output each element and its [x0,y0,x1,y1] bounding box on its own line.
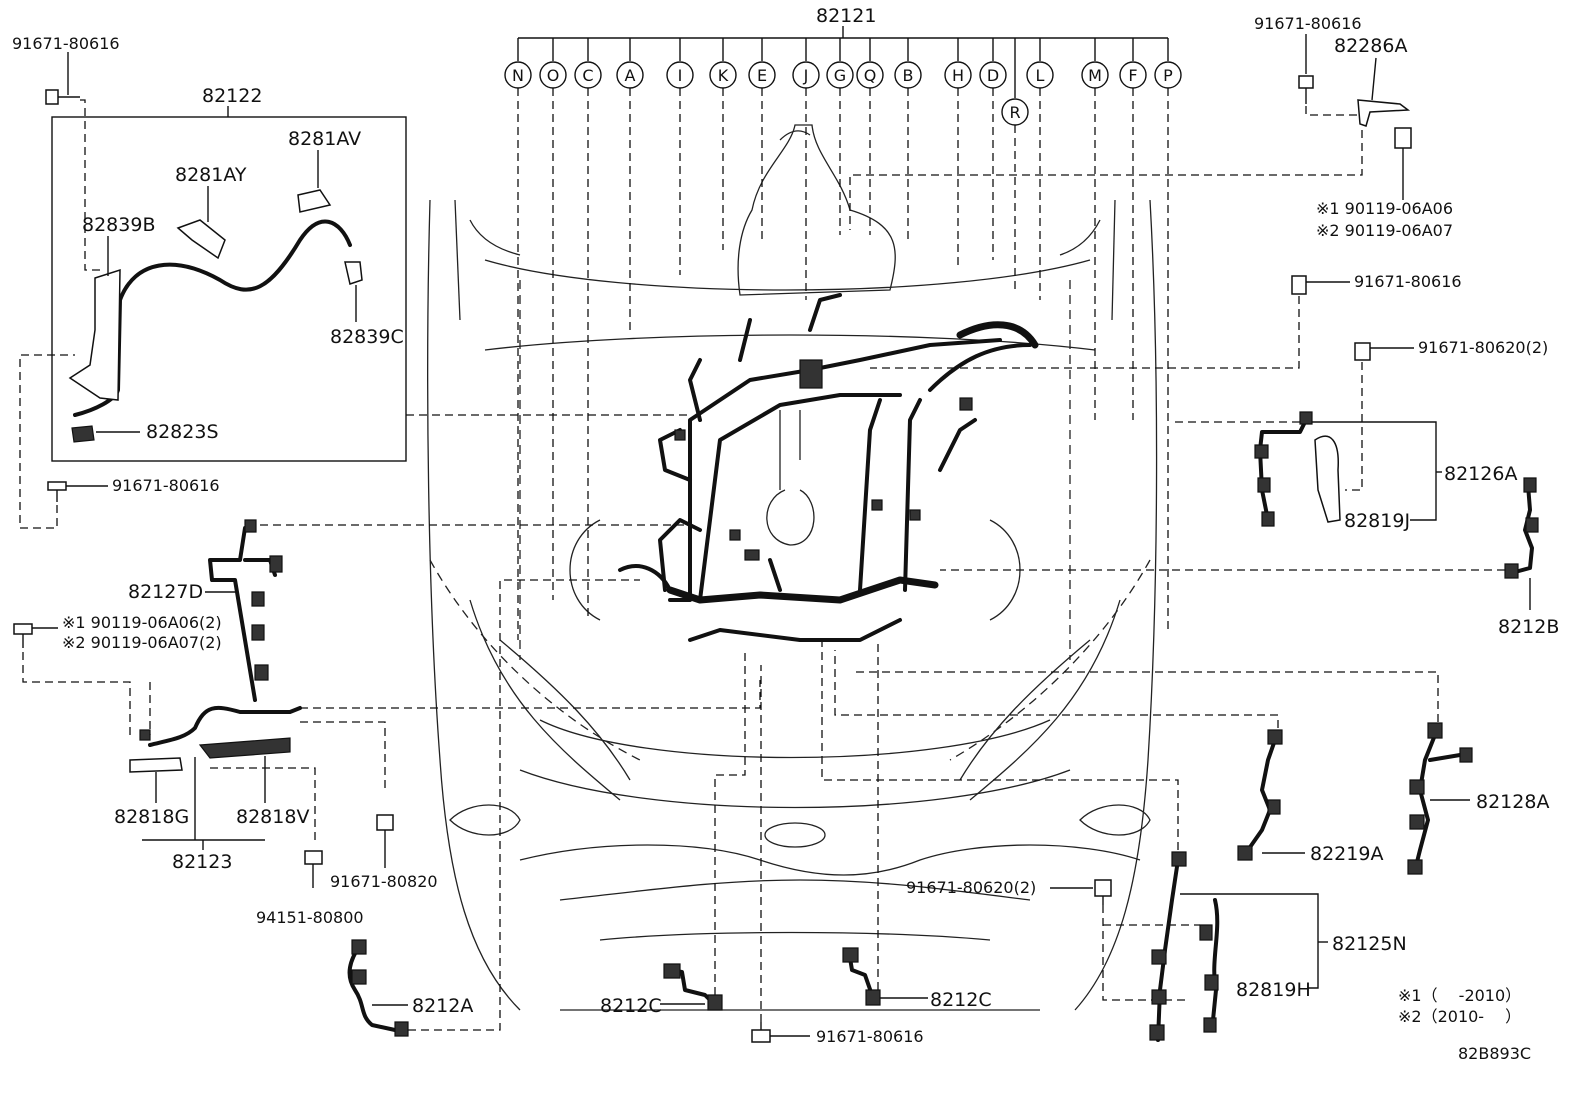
reference-letter-e: E [757,66,767,85]
part-label-82121: 82121 [816,5,876,27]
part-label-82819J: 82819J [1344,510,1410,532]
reference-letter-b: B [903,66,914,85]
reference-letter-k: K [718,66,729,85]
part-label-8212B: 8212B [1498,616,1559,638]
reference-letter-m: M [1088,66,1102,85]
reference-letter-j: J [803,66,809,85]
note-label-90119-06A07-l: ※2 90119-06A07(2) [62,633,222,652]
part-label-91671-80820: 91671-80820 [330,872,438,891]
reference-letter-a: A [625,66,636,85]
bolt-icon [45,89,80,105]
part-label-82125N: 82125N [1332,933,1407,955]
bolt-icon [751,1022,771,1043]
part-label-8281AY: 8281AY [175,164,247,186]
part-label-82128A: 82128A [1476,791,1549,813]
vehicle-outline [427,124,1158,1011]
bolt-icon [1394,127,1412,200]
bolt-icon [1094,879,1112,905]
part-label-8212C-right: 8212C [930,989,992,1011]
part-label-8212C-left: 8212C [600,995,662,1017]
note-label-90119-06A07-r: ※2 90119-06A07 [1316,221,1453,240]
reference-letter-o: O [547,66,560,85]
part-label-82127D: 82127D [128,581,203,603]
part-label-91671-80620-r: 91671-80620(2) [1418,338,1548,357]
part-label-91671-80616-tr: 91671-80616 [1254,14,1362,33]
bolt-icon [1354,342,1371,361]
reference-letter-i: I [678,66,683,85]
reference-letter-c: C [582,66,593,85]
part-label-91671-80616-bottom: 91671-80616 [816,1027,924,1046]
reference-letter-n: N [512,66,524,85]
part-label-82122: 82122 [202,85,262,107]
diagram-code: 82B893C [1458,1044,1531,1063]
reference-letter-h: H [952,66,964,85]
part-label-82123: 82123 [172,851,232,873]
part-label-91671-80616-l2: 91671-80616 [112,476,220,495]
part-label-8281AV: 8281AV [288,128,361,150]
bolt-icon [376,814,394,868]
reference-letter-d: D [987,66,999,85]
inset-box-82122 [51,116,407,462]
reference-letter-g: G [834,66,846,85]
reference-letter-p: P [1163,66,1173,85]
part-label-8212A: 8212A [412,995,473,1017]
reference-letter-l: L [1036,66,1045,85]
part-label-82286A: 82286A [1334,35,1407,57]
part-label-82818G: 82818G [114,806,189,828]
part-label-82126A: 82126A [1444,463,1517,485]
engine-harness-82121 [618,293,1039,642]
legend-note-2: ※2（2010- ） [1398,1007,1521,1026]
clip-icon [304,850,323,888]
part-label-91671-80616-r2: 91671-80616 [1354,272,1462,291]
reference-letter-r: R [1009,103,1020,122]
part-label-94151-80800: 94151-80800 [256,908,364,927]
part-label-82839B: 82839B [82,214,155,236]
bolt-icon [1298,75,1314,104]
note-label-90119-06A06-r: ※1 90119-06A06 [1316,199,1453,218]
part-label-82219A: 82219A [1310,843,1383,865]
part-label-82823S: 82823S [146,421,219,443]
bolt-icon [1291,275,1307,295]
part-label-82818V: 82818V [236,806,309,828]
reference-letter-f: F [1128,66,1137,85]
bolt-icon [47,481,67,502]
bolt-icon [13,623,33,648]
part-label-91671-80620-b: 91671-80620(2) [906,878,1036,897]
reference-letter-q: Q [864,66,877,85]
part-label-82819H: 82819H [1236,979,1311,1001]
legend-note-1: ※1（ -2010） [1398,986,1521,1005]
part-label-82839C: 82839C [330,326,404,348]
note-label-90119-06A06-l: ※1 90119-06A06(2) [62,613,222,632]
part-label-91671-80616-tl: 91671-80616 [12,34,120,53]
